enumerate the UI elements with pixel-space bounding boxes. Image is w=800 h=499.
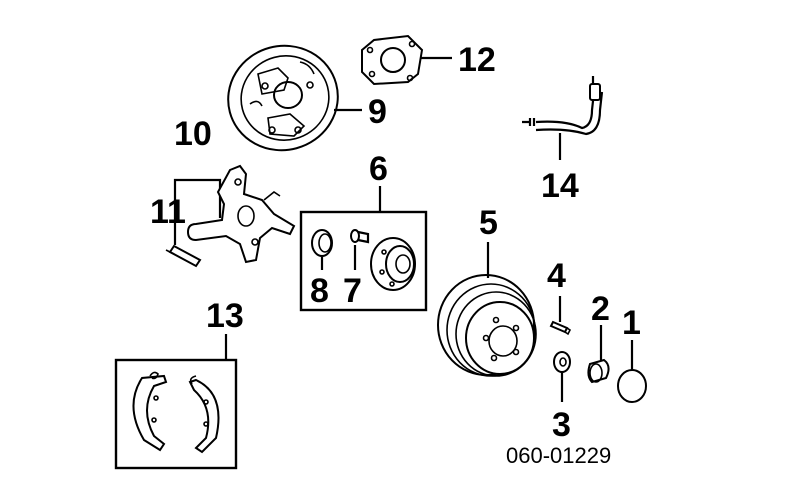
diagram-part-number: 060-01229 (506, 443, 611, 468)
callout-14: 14 (541, 167, 579, 205)
callout-5: 5 (479, 204, 498, 242)
callout-4: 4 (547, 257, 566, 295)
cap (617, 369, 647, 403)
backing-plate (227, 44, 339, 152)
callout-12: 12 (458, 41, 496, 79)
brake-hose (522, 76, 604, 136)
callout-1: 1 (622, 304, 641, 342)
callout-2: 2 (591, 290, 610, 328)
hub (370, 237, 416, 291)
brake-drum (437, 274, 537, 377)
brake-shoes-box (114, 358, 238, 470)
callout-8: 8 (310, 272, 329, 310)
callout-7: 7 (343, 272, 362, 310)
callout-10: 10 (174, 115, 212, 153)
brake-shoe-left (132, 371, 168, 452)
nut (587, 358, 610, 384)
callout-13: 13 (206, 297, 244, 335)
stud (350, 229, 370, 244)
screw (549, 320, 572, 336)
callout-11: 11 (150, 193, 186, 231)
hub-bearing-kit-box (299, 210, 428, 312)
callout-9: 9 (368, 93, 387, 131)
callout-3: 3 (552, 406, 571, 444)
callout-6: 6 (369, 150, 388, 188)
seal (311, 229, 333, 257)
gasket (361, 34, 424, 86)
washer (553, 351, 571, 373)
brake-shoe-right (188, 375, 220, 454)
bolt (165, 244, 202, 268)
steering-knuckle (186, 164, 296, 264)
